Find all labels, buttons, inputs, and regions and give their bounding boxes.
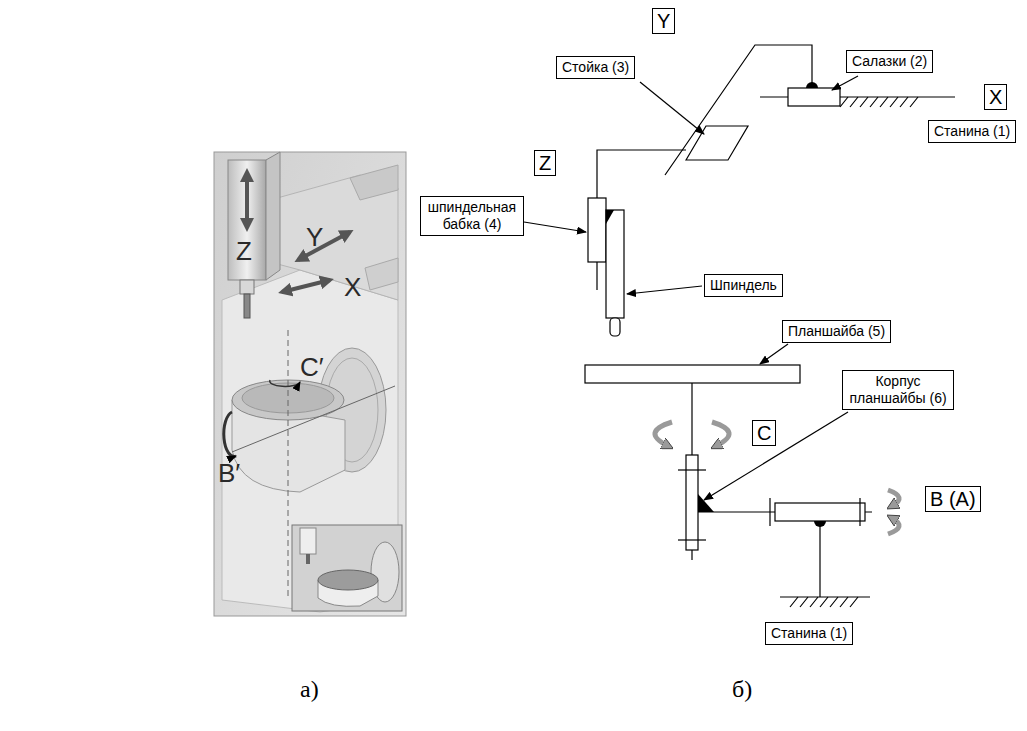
- x-axis-arrow: [282, 280, 330, 292]
- bed-hatch: [790, 597, 858, 607]
- label-text: Салазки (2): [852, 53, 927, 70]
- axis-letter: Y: [306, 222, 323, 253]
- axis-box: B (A): [925, 486, 981, 512]
- y-axis-arrow: [298, 232, 350, 260]
- label-text: Стойка (3): [562, 59, 629, 76]
- subfigure-label: б): [732, 676, 752, 703]
- c-rotation-arrow: [270, 380, 300, 386]
- leader-arrow: [704, 412, 848, 500]
- joint-mark: [606, 210, 614, 224]
- label-text: C: [757, 422, 771, 444]
- bearing-mark: [678, 469, 706, 470]
- axis-letter: C′: [300, 352, 324, 383]
- axis-letter: B′: [218, 458, 240, 489]
- column-guide: [686, 126, 748, 160]
- axis-box: X: [984, 84, 1007, 110]
- part-label: Планшайба (5): [782, 320, 891, 343]
- leader-arrow: [760, 344, 788, 364]
- part-label: Стойка (3): [556, 56, 635, 79]
- label-text: Z: [539, 152, 551, 174]
- part-label: Корпус планшайбы (6): [842, 370, 954, 410]
- column-link: [665, 45, 812, 175]
- label-text: Станина (1): [771, 625, 847, 642]
- part-label: Станина (1): [928, 120, 1016, 143]
- column-top: [350, 165, 398, 200]
- label-text: X: [989, 86, 1002, 108]
- inset-tool: [306, 554, 310, 564]
- subfigure-label: а): [300, 676, 319, 703]
- axis-box: C: [752, 420, 776, 446]
- cutting-tool: [244, 294, 250, 318]
- axis-box: Z: [534, 150, 556, 176]
- label-text: Y: [657, 10, 670, 32]
- kinematic-scheme: [524, 45, 955, 607]
- bed-hatch: [840, 97, 918, 107]
- saddle: [788, 88, 840, 106]
- z-axis-arrow: [245, 172, 249, 228]
- c-rotation-arrow: [712, 422, 729, 446]
- axis-letter: X: [344, 272, 361, 303]
- rotary-table-top: [242, 383, 334, 413]
- leader-arrow: [627, 286, 702, 294]
- spindle-head-side: [266, 152, 280, 280]
- inset-table: [318, 570, 378, 590]
- faceplate: [585, 365, 800, 383]
- machine-base: [222, 270, 398, 612]
- part-label: Салазки (2): [846, 50, 933, 73]
- axis-letter: Z: [236, 236, 252, 267]
- bed-support: [819, 521, 820, 597]
- label-text: Шпиндель: [710, 277, 777, 294]
- bed-line: [780, 596, 870, 597]
- inset-photo: [292, 525, 402, 611]
- spindle-head-body: [588, 198, 606, 262]
- joint-mark: [814, 521, 826, 527]
- b-rotation-arrow: [224, 412, 236, 456]
- b-rotation-arrow: [888, 490, 899, 506]
- axis-box: Y: [652, 8, 675, 34]
- leader-arrow: [640, 82, 704, 134]
- c-rotation-arrow: [655, 422, 672, 446]
- bearing-mark: [769, 498, 770, 526]
- label-text: Станина (1): [934, 123, 1010, 140]
- part-label: шпиндельная бабка (4): [420, 196, 524, 236]
- part-label: Шпиндель: [704, 274, 783, 297]
- label-text: шпиндельная бабка (4): [426, 199, 518, 233]
- spindle-nose: [240, 280, 254, 294]
- spindle-head: [228, 160, 266, 280]
- b-rotation-arrow: [888, 518, 899, 534]
- spindle-body: [606, 210, 624, 318]
- bearing-mark: [859, 498, 860, 526]
- illustration-ground: [214, 152, 406, 616]
- inset-spindle: [300, 528, 316, 554]
- label-text: Планшайба (5): [788, 323, 885, 340]
- label-text: Корпус планшайбы (6): [848, 373, 948, 407]
- slide-guide: [365, 258, 398, 290]
- b-bearing: [775, 503, 865, 521]
- bearing-mark: [678, 539, 706, 540]
- leader-arrow: [524, 222, 586, 232]
- b-axis-line: [232, 386, 395, 452]
- leader-arrow: [832, 76, 858, 90]
- machine-illustration: [214, 152, 406, 616]
- joint-mark: [698, 494, 714, 512]
- cutting-tool: [610, 318, 620, 336]
- part-label: Станина (1): [765, 622, 853, 645]
- c-axis-line: [288, 330, 289, 600]
- faceplate-housing: [686, 455, 698, 550]
- label-text: B (A): [930, 488, 976, 510]
